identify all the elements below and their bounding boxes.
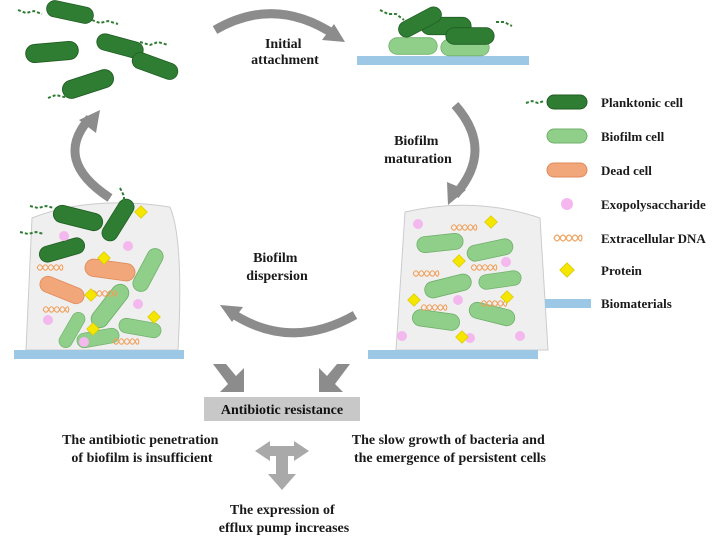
biomaterial-surface-top [357,56,529,65]
legend-label-biomaterial: Biomaterials [601,296,672,311]
arrow-biofilm-maturation [447,102,480,205]
arrow-right-to-resistance [319,364,350,392]
legend-label-planktonic: Planktonic cell [601,95,683,110]
legend-label-edna: Extracellular DNA [601,231,706,246]
legend-item-biofilm: Biofilm cell [546,128,665,144]
exopolysaccharide-icon [561,198,573,210]
arrow-left-to-resistance [213,364,244,392]
reason-slow-growth: The slow growth of bacteria and the emer… [352,433,549,466]
label-biofilm-maturation: Biofilm maturation [384,134,452,167]
biomaterial-icon [545,299,591,308]
protein-icon [559,262,575,278]
arrow-initial-attachment [212,9,345,42]
legend-label-protein: Protein [601,263,643,278]
mature-biofilm [368,204,549,359]
legend-item-protein: Protein [559,262,643,278]
arrow-return-to-planktonic [70,110,113,202]
legend-item-planktonic: Planktonic cell [525,94,683,110]
resistance-box [204,397,360,421]
legend-item-eps: Exopolysaccharide [561,197,706,212]
biomaterial-surface-right [368,350,538,359]
three-way-arrow [255,441,309,490]
dispersing-biofilm [14,187,184,359]
planktonic-cell-icon [525,99,545,105]
biomaterial-surface-left [14,350,184,359]
legend-item-dead: Dead cell [546,162,652,178]
label-initial-attachment: Initial attachment [251,37,319,68]
extracellular-dna-icon [553,234,583,242]
biofilm-cell-icon [546,128,588,144]
dead-cell-icon [546,162,588,178]
legend-label-biofilm: Biofilm cell [601,129,665,144]
arrow-biofilm-dispersion [220,305,358,338]
legend: Planktonic cell Biofilm cell Dead cell E… [525,94,706,311]
legend-label-eps: Exopolysaccharide [601,197,706,212]
planktonic-cells-group [17,0,181,102]
legend-item-biomaterial: Biomaterials [545,296,672,311]
reason-efflux-pump: The expression of efflux pump increases [219,503,350,536]
label-biofilm-dispersion: Biofilm dispersion [246,251,308,284]
legend-item-edna: Extracellular DNA [553,231,706,246]
reason-penetration: The antibiotic penetration of biofilm is… [62,433,222,466]
resistance-title: Antibiotic resistance [221,403,343,418]
legend-label-dead: Dead cell [601,163,652,178]
attachment-cluster [357,3,529,65]
